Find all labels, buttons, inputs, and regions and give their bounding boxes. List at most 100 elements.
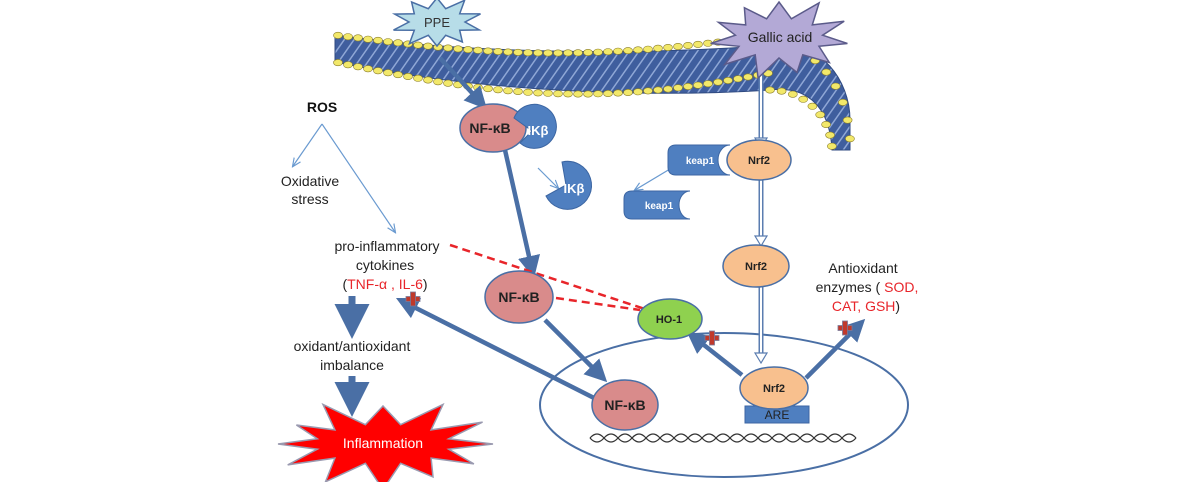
- oxidative-stress-line1: Oxidative: [281, 173, 340, 189]
- keap1-bound-label: keap1: [686, 156, 715, 167]
- phospholipid-head-77: [713, 78, 723, 86]
- phospholipid-head-17: [413, 74, 423, 82]
- phospholipid-head-10: [383, 38, 393, 46]
- phospholipid-head-50: [583, 48, 593, 56]
- phospholipid-head-59: [623, 89, 633, 97]
- phospholipid-head-102: [842, 116, 853, 124]
- phospholipid-head-29: [473, 83, 483, 91]
- nfkb-cytoplasm-node: NF-κB: [484, 270, 554, 324]
- phospholipid-head-31: [483, 85, 493, 93]
- phospholipid-head-26: [463, 46, 473, 54]
- nrf2-release-arrow: [753, 180, 769, 248]
- phospholipid-head-47: [563, 90, 573, 98]
- cytokines-line1: pro-inflammatory: [334, 238, 439, 254]
- nucleus-nfkb-to-cytokines-arrow: [395, 297, 600, 403]
- ikb-free: IKβ: [545, 160, 593, 210]
- sod-label: SOD,: [884, 279, 918, 295]
- phospholipid-head-38: [523, 49, 533, 57]
- phospholipid-head-93: [787, 90, 798, 98]
- phospholipid-head-100: [838, 98, 848, 106]
- dna-helix: [589, 433, 857, 443]
- phospholipid-head-46: [563, 49, 573, 57]
- phospholipid-head-39: [523, 88, 533, 96]
- ho1-inhibits-nfkb-line: [555, 296, 641, 312]
- phospholipid-head-12: [393, 39, 403, 47]
- oxidative-stress-line2: stress: [291, 191, 328, 207]
- enzymes-line2: enzymes ( SOD,: [816, 279, 919, 295]
- phospholipid-head-6: [363, 35, 373, 43]
- phospholipid-head-89: [765, 86, 775, 94]
- phospholipid-head-44: [553, 49, 563, 57]
- phospholipid-head-62: [643, 45, 653, 53]
- phospholipid-head-52: [593, 48, 603, 56]
- phospholipid-head-67: [663, 85, 673, 93]
- phospholipid-head-63: [643, 87, 653, 95]
- phospholipid-head-21: [433, 78, 443, 86]
- phospholipid-head-41: [533, 89, 543, 97]
- phospholipid-head-16: [413, 41, 423, 49]
- cat-gsh-label: CAT, GSH: [832, 298, 896, 314]
- nfkb-nucleus-node: NF-κB: [591, 379, 659, 431]
- phospholipid-head-34: [503, 48, 513, 56]
- phospholipid-head-60: [633, 46, 643, 54]
- phospholipid-head-7: [363, 65, 373, 73]
- phospholipid-head-56: [613, 47, 623, 55]
- phospholipid-head-79: [723, 77, 733, 85]
- phospholipid-head-22: [443, 44, 453, 52]
- enzymes-prefix: enzymes (: [816, 279, 881, 295]
- phospholipid-head-91: [776, 87, 787, 95]
- phospholipid-head-33: [493, 86, 503, 94]
- ros-to-cytokines-arrow: [321, 123, 395, 232]
- phospholipid-head-13: [393, 71, 403, 79]
- phospholipid-head-28: [473, 46, 483, 54]
- phospholipid-head-24: [453, 45, 463, 53]
- phospholipid-head-75: [703, 80, 713, 88]
- nfkb-translocation-arrow: [502, 149, 541, 279]
- enzymes-close: ): [895, 298, 900, 314]
- nfkb-nucleus-label: NF-κB: [604, 397, 645, 413]
- inflammation-node: Inflammation: [277, 402, 494, 482]
- phospholipid-head-35: [503, 87, 513, 95]
- phospholipid-head-1: [333, 59, 343, 67]
- ikb-release-arrow: [537, 167, 558, 188]
- phospholipid-head-4: [353, 34, 363, 42]
- phospholipid-head-45: [553, 90, 563, 98]
- phospholipid-head-65: [653, 86, 663, 94]
- keap1-free-label: keap1: [645, 201, 674, 212]
- ppe-node: PPE: [391, 0, 483, 48]
- ikb-free-label: IKβ: [564, 181, 585, 196]
- imbalance-line2: imbalance: [320, 357, 384, 373]
- phospholipid-head-97: [807, 102, 818, 110]
- inflammation-label: Inflammation: [343, 435, 423, 451]
- nfkb-ikb-complex: NF-κB IKβ: [459, 103, 557, 153]
- phospholipid-head-40: [533, 49, 543, 57]
- cytokines-line3: (TNF-α , IL-6): [342, 276, 427, 292]
- phospholipid-head-0: [333, 31, 343, 39]
- enzymes-line1: Antioxidant: [828, 260, 897, 276]
- il6-label: IL-6: [399, 276, 423, 292]
- ppe-to-nfkb-arrow: [438, 56, 488, 110]
- ikb-bound-label: IKβ: [528, 123, 549, 138]
- phospholipid-head-54: [603, 48, 613, 56]
- phospholipid-head-101: [821, 121, 831, 129]
- phospholipid-head-70: [683, 41, 693, 49]
- phospholipid-head-103: [825, 131, 835, 139]
- phospholipid-head-66: [663, 43, 673, 51]
- phospholipid-head-53: [593, 90, 603, 98]
- phospholipid-head-49: [573, 90, 583, 98]
- phospholipid-head-36: [513, 48, 523, 56]
- phospholipid-head-30: [483, 47, 493, 55]
- phospholipid-head-19: [423, 76, 433, 84]
- imbalance-line1: oxidant/antioxidant: [294, 338, 411, 354]
- gallic-acid-label: Gallic acid: [748, 29, 813, 45]
- nucleus: [539, 332, 909, 478]
- nfkb-cytoplasm-label: NF-κB: [498, 289, 539, 305]
- nrf2-to-ho1-arrow: [686, 331, 744, 377]
- phospholipid-head-8: [373, 36, 383, 44]
- phospholipid-head-83: [743, 73, 753, 81]
- nrf2-complex-label: Nrf2: [748, 155, 770, 167]
- nfkb-complex-label: NF-κB: [469, 120, 510, 136]
- nrf2-nucleus-node: ARE Nrf2: [739, 366, 810, 424]
- nrf2-cytoplasm-node: Nrf2: [722, 244, 790, 288]
- phospholipid-head-5: [353, 63, 363, 71]
